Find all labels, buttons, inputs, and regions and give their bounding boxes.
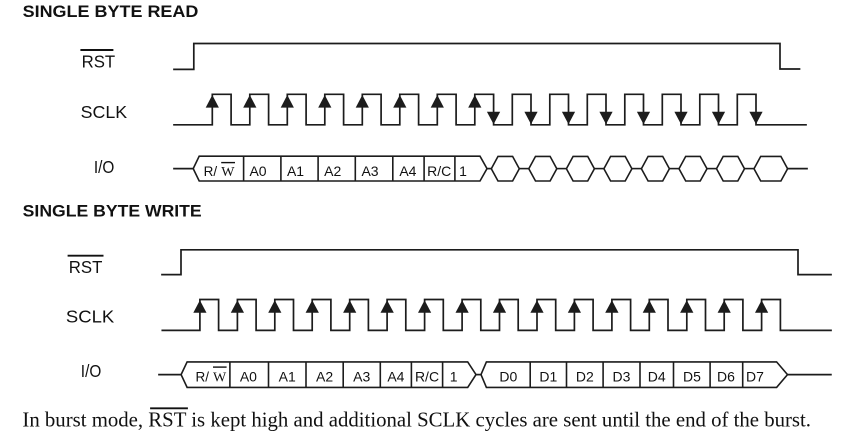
svg-text:A0: A0 <box>249 163 266 179</box>
svg-text:R/C: R/C <box>415 368 439 384</box>
svg-text:D5: D5 <box>683 368 701 384</box>
svg-text:A2: A2 <box>316 368 333 384</box>
svg-text:RST: RST <box>69 257 103 277</box>
svg-text:SINGLE BYTE WRITE: SINGLE BYTE WRITE <box>23 202 202 220</box>
svg-text:SCLK: SCLK <box>66 307 115 327</box>
svg-text:A1: A1 <box>279 368 296 384</box>
svg-text:A2: A2 <box>324 163 341 179</box>
svg-text:R/: R/ <box>204 164 218 179</box>
svg-text:D1: D1 <box>539 368 557 384</box>
svg-text:A4: A4 <box>387 368 404 384</box>
svg-text:A3: A3 <box>353 368 370 384</box>
svg-text:I/O: I/O <box>81 361 102 381</box>
svg-text:SCLK: SCLK <box>81 102 128 122</box>
svg-text:A4: A4 <box>399 163 416 179</box>
svg-text:I/O: I/O <box>94 157 115 177</box>
svg-text:D4: D4 <box>648 368 666 384</box>
svg-text:D3: D3 <box>613 368 631 384</box>
svg-text:D2: D2 <box>576 368 594 384</box>
svg-text:RST: RST <box>82 52 116 72</box>
svg-text:R/C: R/C <box>427 163 451 179</box>
svg-text:D0: D0 <box>499 368 517 384</box>
svg-text:A1: A1 <box>287 163 304 179</box>
svg-text:W: W <box>221 165 235 180</box>
svg-text:D7: D7 <box>746 368 764 384</box>
svg-text:W: W <box>213 370 227 385</box>
svg-text:In burst mode, RST is kept hig: In burst mode, RST is kept high and addi… <box>22 409 811 432</box>
svg-text:1: 1 <box>459 163 467 179</box>
svg-text:SINGLE BYTE READ: SINGLE BYTE READ <box>23 3 199 21</box>
svg-text:D6: D6 <box>717 368 735 384</box>
svg-text:A3: A3 <box>361 163 378 179</box>
svg-text:A0: A0 <box>240 368 257 384</box>
svg-text:1: 1 <box>450 368 458 384</box>
svg-text:R/: R/ <box>196 369 210 384</box>
